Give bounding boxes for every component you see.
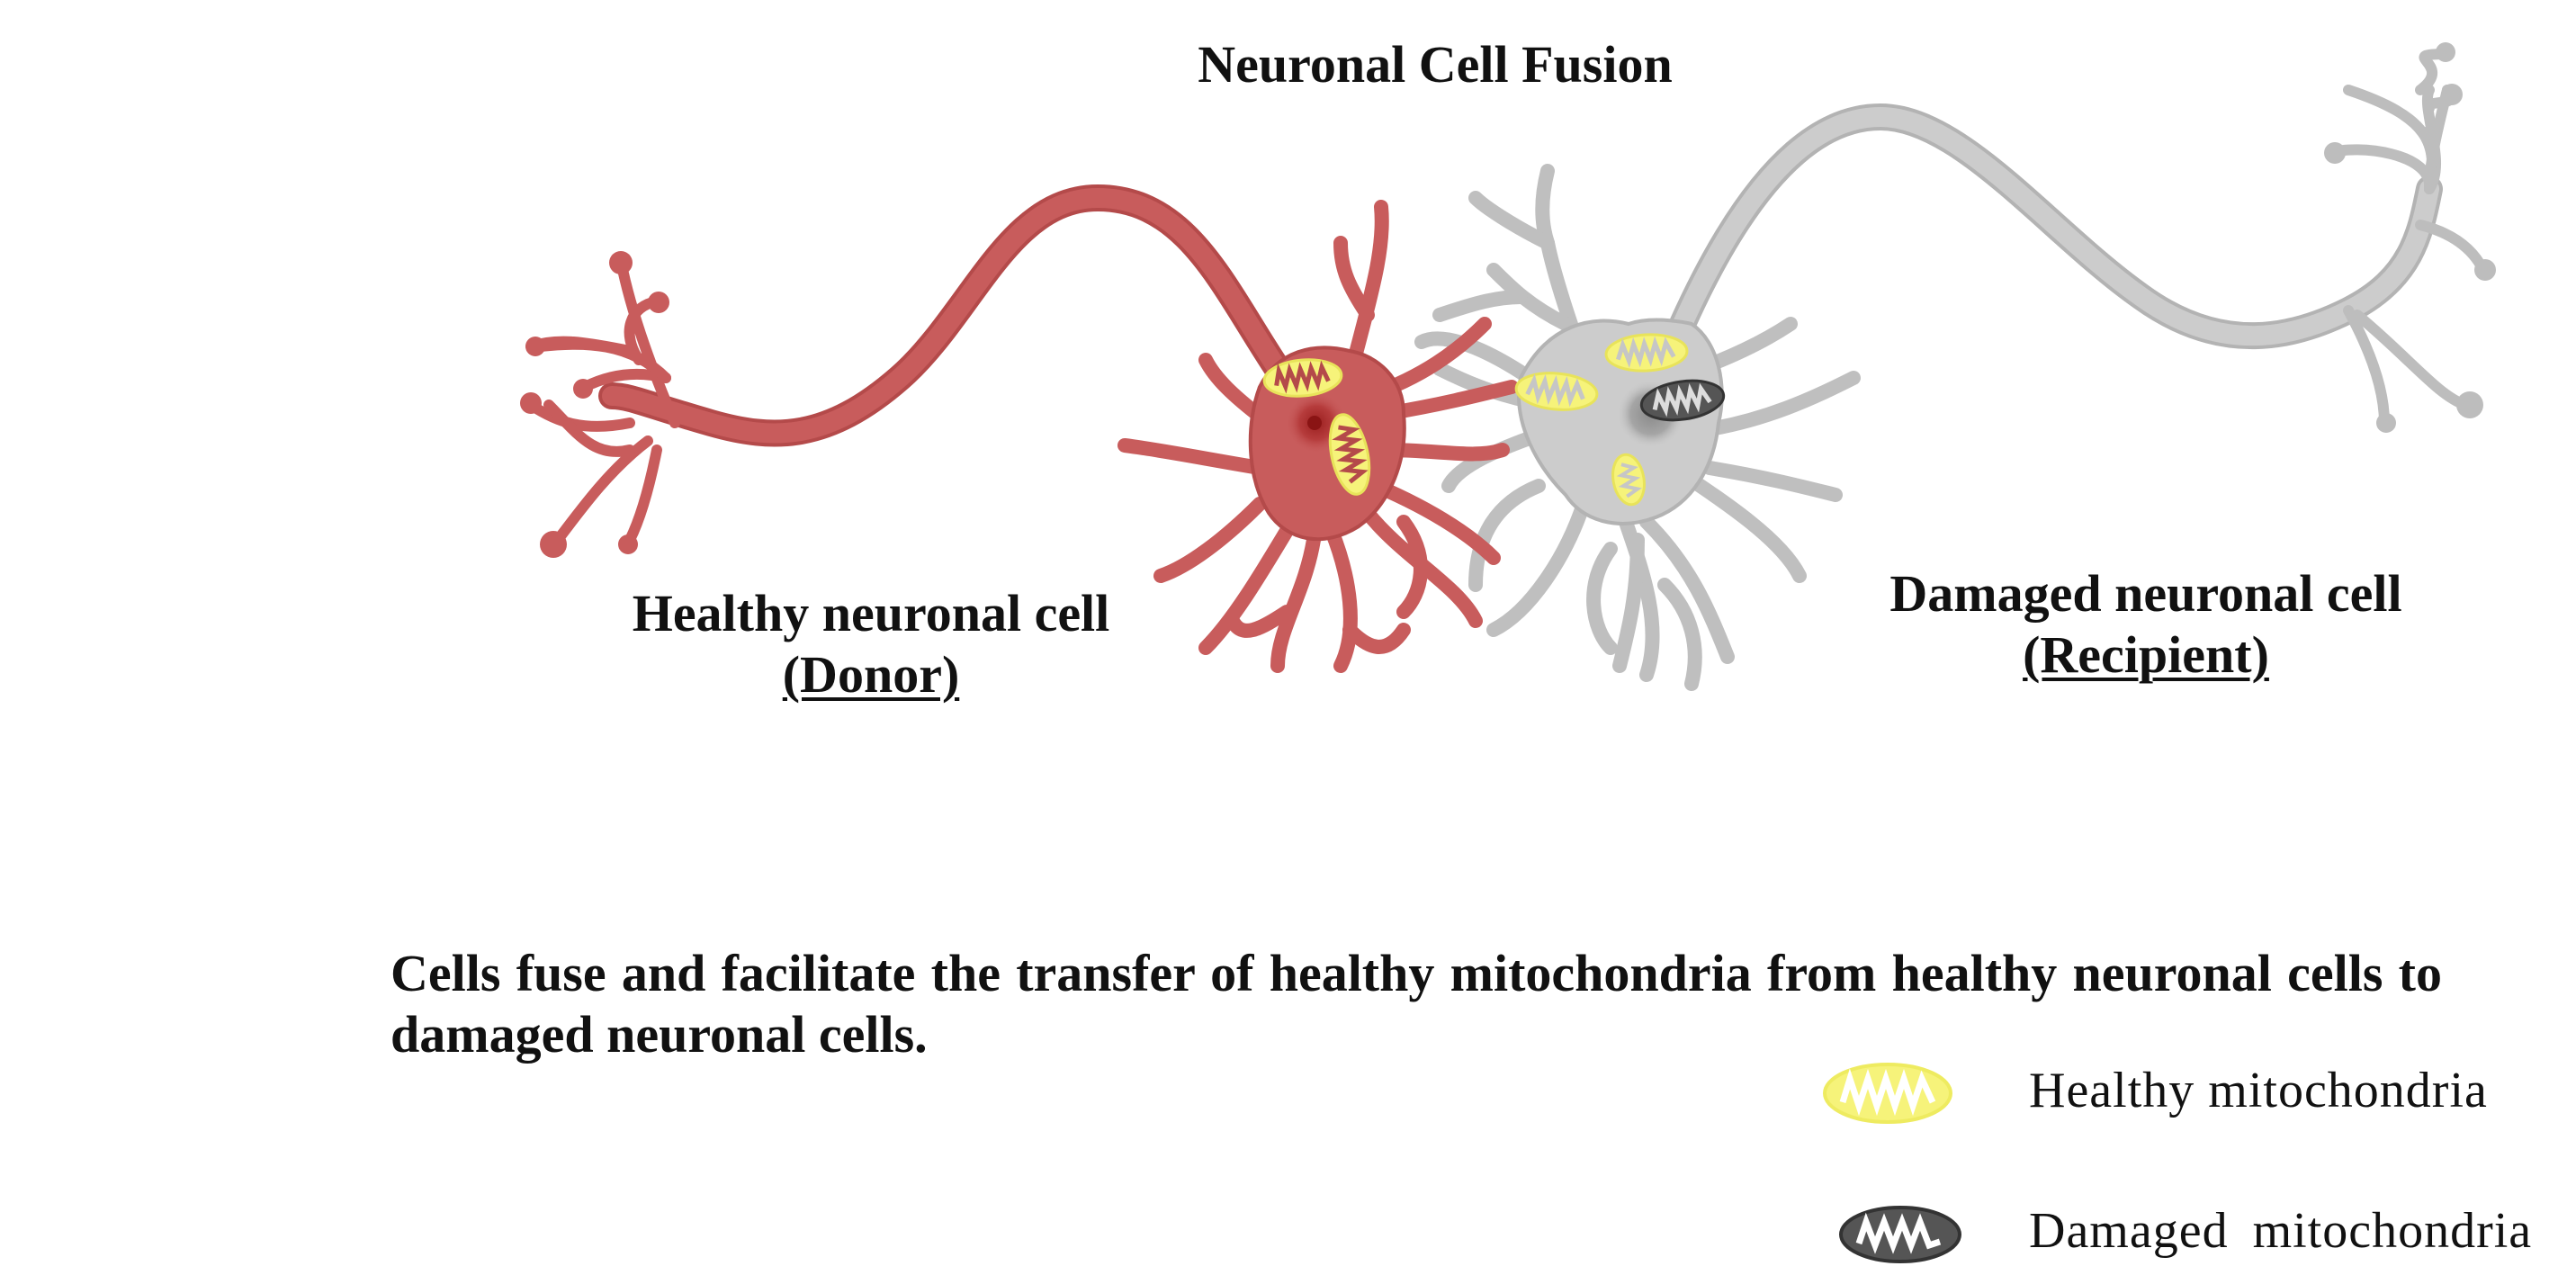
recipient-label: Damaged neuronal cell: [1889, 564, 2402, 623]
donor-axon-terminals: [525, 256, 680, 545]
healthy-mitochondrion: [1262, 358, 1343, 398]
healthy-mitochondrion: [1328, 413, 1371, 496]
donor-dendrites: [1117, 200, 1519, 673]
diagram-title: Neuronal Cell Fusion: [1198, 35, 1673, 94]
legend-healthy-label: Healthy mitochondria: [2029, 1063, 2488, 1118]
recipient-role-label: (Recipient): [2023, 625, 2269, 684]
healthy-mitochondrion: [1514, 372, 1599, 411]
damaged-mitochondria-icon: [1839, 1206, 1961, 1263]
donor-label: Healthy neuronal cell: [632, 584, 1110, 642]
damaged-mitochondrion: [1639, 379, 1726, 422]
healthy-mitochondrion: [1604, 333, 1689, 373]
healthy-mitochondria-icon: [1823, 1063, 1952, 1124]
healthy-mitochondrion: [1611, 453, 1646, 507]
legend-damaged-label: Damaged mitochondria: [2029, 1203, 2533, 1259]
diagram-caption: Cells fuse and facilitate the transfer o…: [390, 944, 2442, 1064]
donor-role-label: (Donor): [782, 645, 960, 704]
recipient-neuron: [1414, 42, 2496, 691]
